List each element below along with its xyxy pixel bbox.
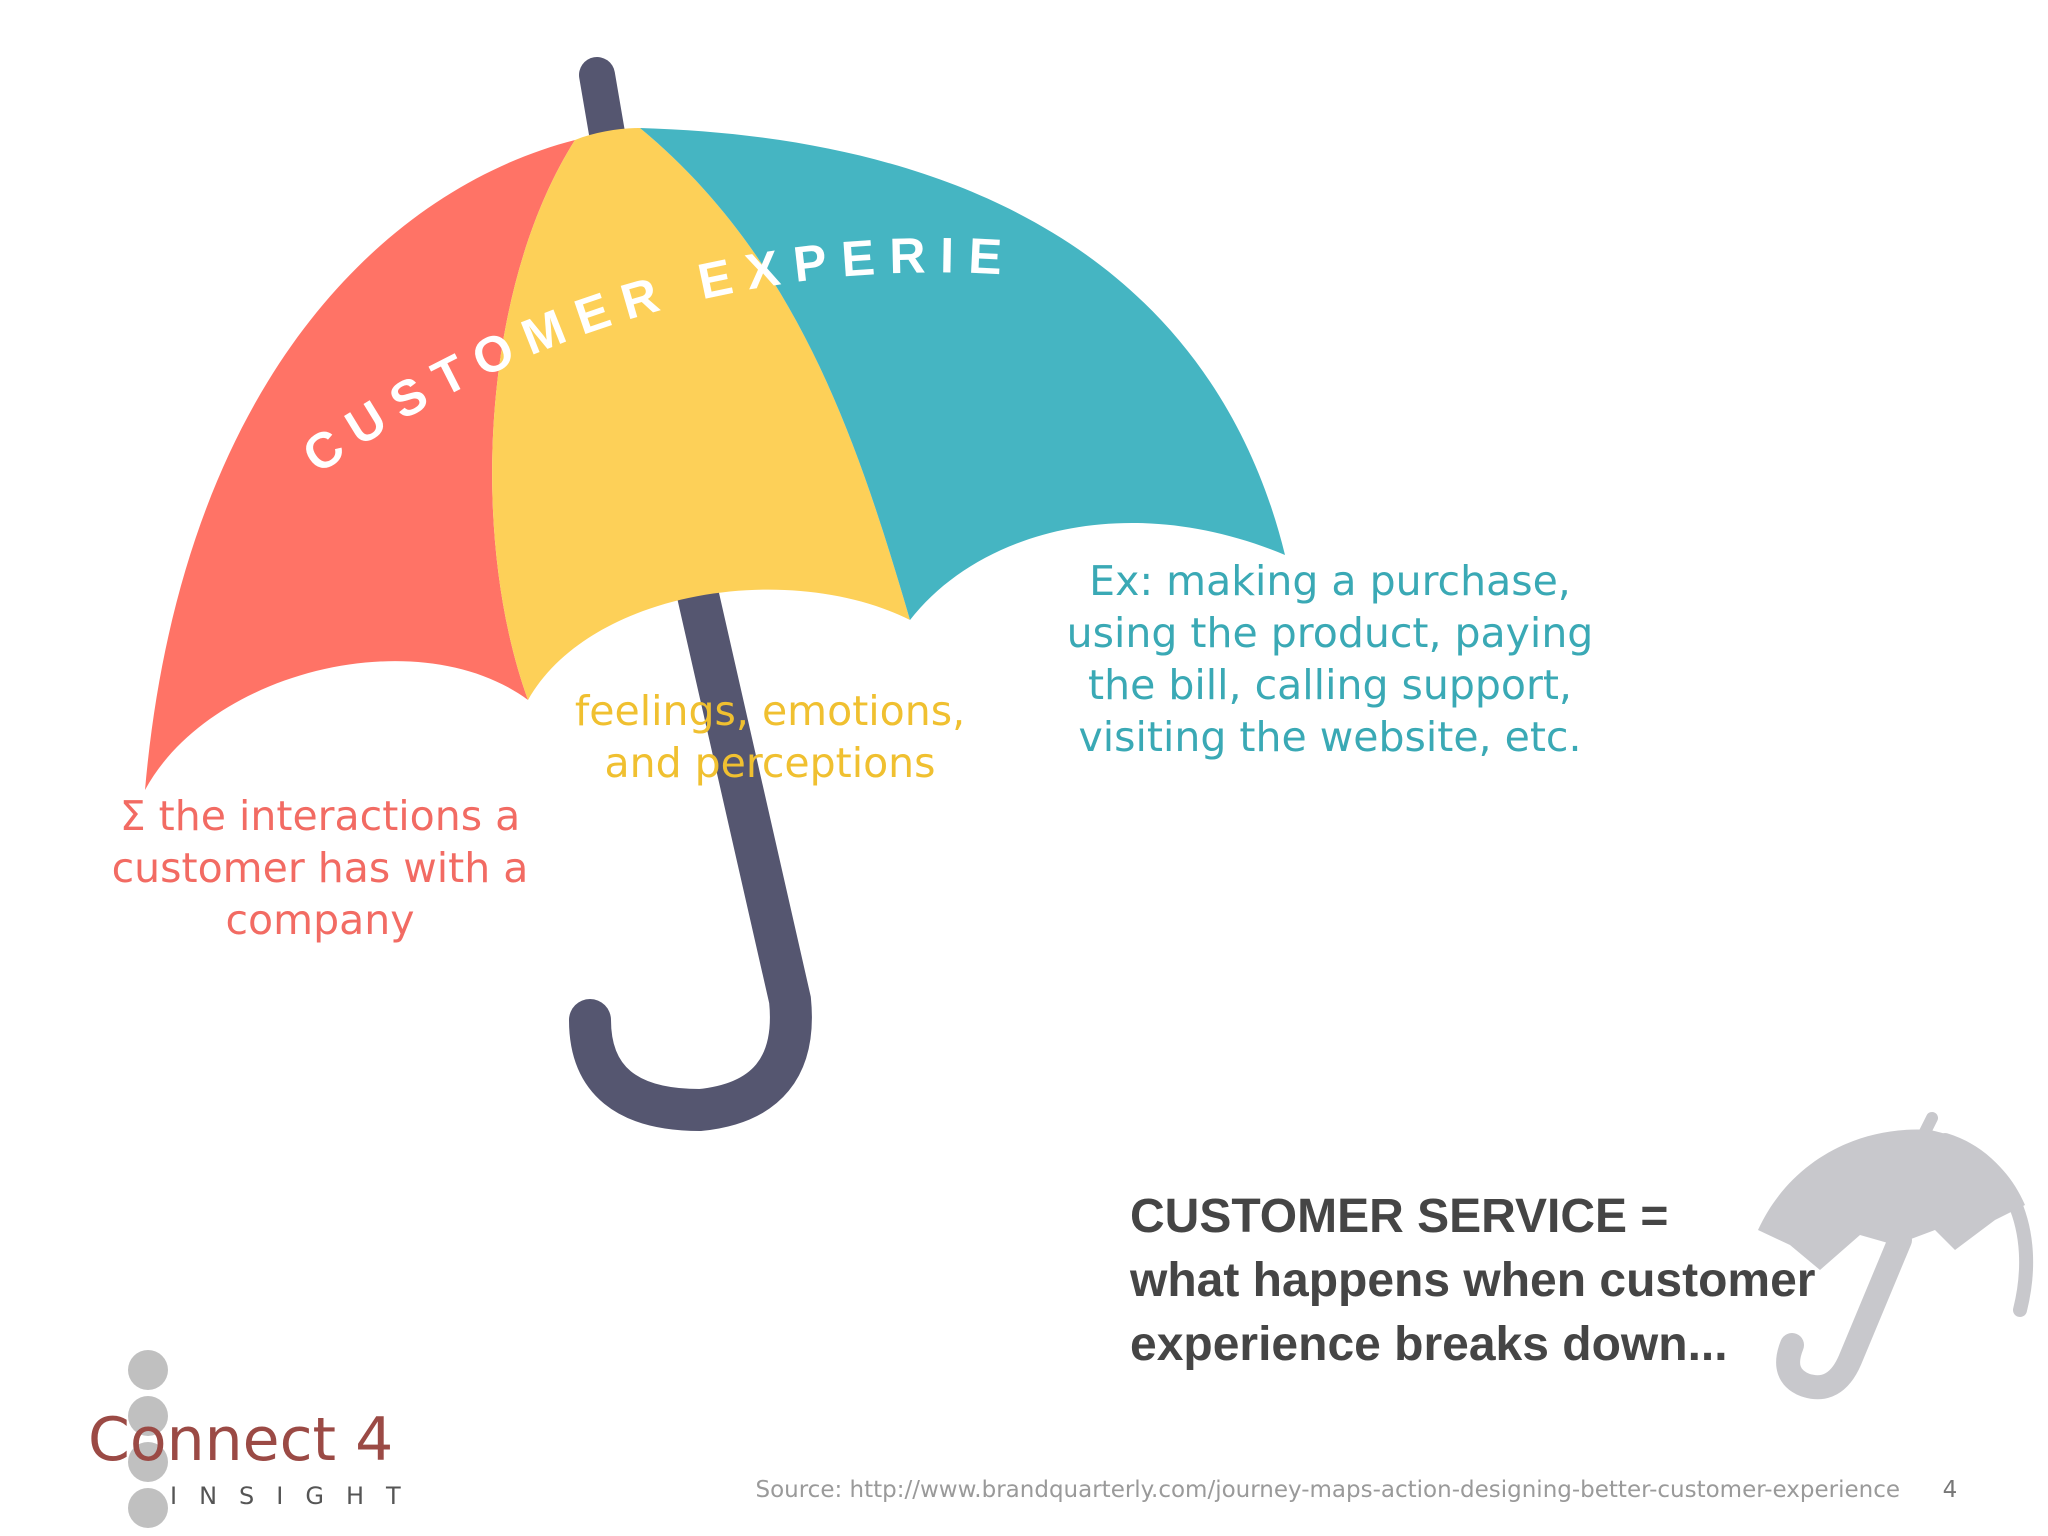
broken-umbrella-tip: [1919, 1112, 1938, 1138]
broken-umbrella-canopy: [1758, 1129, 2025, 1270]
logo-dot-2: [128, 1396, 168, 1436]
logo-wordmark: Connect 4: [88, 1405, 394, 1475]
label-examples: Ex: making a purchase, using the product…: [1066, 557, 1594, 761]
broken-umbrella-rib: [1938, 1133, 2034, 1317]
label-feelings: feelings, emotions, and perceptions: [574, 687, 966, 787]
logo-dot-3: [128, 1442, 168, 1482]
page-number: 4: [1942, 1477, 1958, 1503]
customer-service-statement: CUSTOMER SERVICE = what happens when cus…: [1130, 1190, 1816, 1371]
source-citation: Source: http://www.brandquarterly.com/jo…: [755, 1477, 1900, 1503]
umbrella-panel-red: [145, 140, 575, 790]
logo-subtitle: INSIGHT: [170, 1482, 423, 1510]
logo-dot-4: [128, 1488, 168, 1528]
logo-dot-1: [128, 1350, 168, 1390]
umbrella-panel-teal: [640, 128, 1285, 620]
umbrella-panel-yellow: [492, 128, 910, 700]
broken-umbrella-handle: [1776, 1228, 1912, 1400]
label-interactions: Σ the interactions a customer has with a…: [111, 792, 529, 944]
umbrella-handle: [569, 539, 812, 1132]
company-logo: Connect 4 INSIGHT: [80, 1350, 420, 1530]
